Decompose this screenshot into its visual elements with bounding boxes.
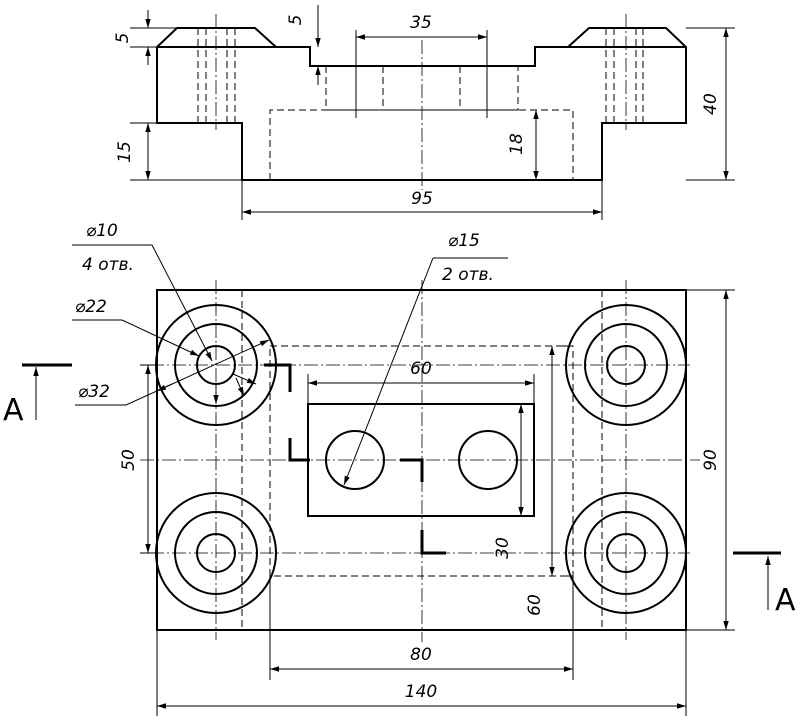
front-dim-step-height: 15 [115, 122, 242, 181]
section-mark-right: A [733, 551, 796, 618]
dim-top-pocket-depth-label: 30 [493, 537, 513, 559]
front-view-outline [156, 27, 687, 181]
top-view: A A ⌀10 4 отв. ⌀22 ⌀32 [3, 221, 796, 716]
callout-center-hole-count: 2 отв. [442, 265, 494, 285]
dim-pocket-width-label: 60 [410, 359, 432, 379]
top-dim-total-depth: 90 [686, 289, 735, 631]
section-mark-left-label: A [3, 393, 24, 428]
front-hidden-left-holes [197, 28, 236, 123]
front-centerlines [215, 14, 627, 190]
dim-pocket-depth-label: 18 [507, 133, 527, 155]
callout-outer-ring: ⌀32 [75, 339, 270, 406]
front-dim-chamfer-height: 5 [113, 10, 177, 65]
dim-hole-spacing-label: 50 [119, 449, 139, 471]
front-dim-pocket-depth: 18 [507, 110, 539, 180]
front-dim-total-height: 40 [686, 27, 735, 181]
front-hidden-pocket [269, 66, 574, 180]
top-dim-total-width: 140 [156, 630, 687, 716]
dim-chamfer-height-label: 5 [113, 33, 133, 44]
callout-counterbore-dia: ⌀22 [75, 297, 107, 317]
top-centerlines [140, 280, 700, 642]
top-dim-hole-spacing: 50 [119, 364, 157, 554]
dim-slot-depth-label: 5 [286, 15, 306, 26]
callout-counterbore: ⌀22 [72, 297, 257, 385]
dim-total-height-label: 40 [701, 93, 721, 115]
callout-small-hole: ⌀10 4 отв. [72, 221, 213, 362]
dim-inner-frame-width-label: 80 [410, 645, 432, 665]
callout-center-hole-dia: ⌀15 [448, 231, 480, 251]
callout-outer-ring-dia: ⌀32 [78, 382, 110, 402]
front-view: 5 5 35 40 15 18 [113, 5, 735, 220]
front-dim-slot-width: 35 [355, 13, 488, 118]
front-hidden-right-holes [605, 28, 644, 123]
top-dim-inner-frame-width: 80 [269, 576, 574, 680]
section-cut-path [264, 363, 446, 555]
section-mark-right-label: A [775, 583, 796, 618]
front-dim-slot-depth: 5 [286, 5, 321, 85]
callout-small-hole-count: 4 отв. [82, 255, 134, 275]
section-mark-left: A [3, 363, 72, 428]
top-hidden-inner-frame [269, 345, 574, 577]
callout-small-hole-dia: ⌀10 [86, 221, 118, 241]
dim-base-width-label: 95 [411, 189, 433, 209]
dim-inner-frame-depth-label: 60 [525, 594, 545, 616]
front-dim-base-width: 95 [241, 180, 603, 220]
callout-center-hole: ⌀15 2 отв. [343, 231, 508, 486]
dim-total-depth-label: 90 [701, 449, 721, 471]
top-dim-pocket-width: 60 [307, 359, 535, 404]
dim-slot-width-label: 35 [410, 13, 432, 33]
dim-step-height-label: 15 [115, 141, 135, 163]
top-dim-inner-frame-depth: 60 [525, 345, 573, 616]
top-dim-pocket-depth: 30 [493, 403, 534, 559]
dim-total-width-label: 140 [405, 682, 437, 702]
